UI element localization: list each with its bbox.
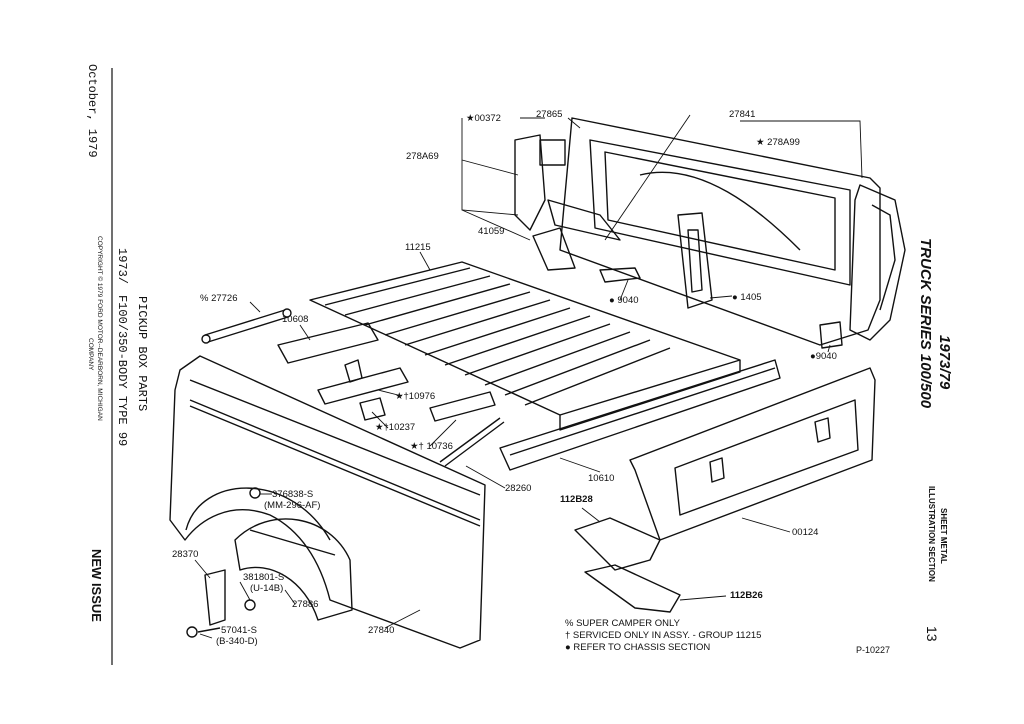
callout-381801-S-code: (U-14B) [250,583,284,594]
callout-27841: 27841 [729,109,756,120]
callout-1405: ● 1405 [732,292,762,303]
callout-28370: 28370 [172,549,199,560]
section-line1-text: SHEET METAL [939,508,948,564]
callout-00372: ★00372 [466,113,501,124]
callout-11215: 11215 [405,242,431,253]
callout-27886: 27886 [292,599,319,610]
callout-376838-S: 376838-S [272,489,314,500]
left-side-panel-part [169,355,486,649]
front-panel-part [547,117,906,346]
underbody-brackets-part [574,517,681,613]
side-sill-part [499,359,781,471]
legend-item-super-camper: % SUPER CAMPER ONLY [565,618,680,629]
callout-10976: ★†10976 [395,391,436,402]
callout-57041-S-code: (B-340-D) [216,636,258,647]
callout-57041-S: 57041-S [221,625,257,636]
callout-112B26: 112B26 [730,590,763,601]
callout-10610: 10610 [588,473,615,484]
date-text: October, 1979 [85,64,99,158]
legend-item-chassis-section: ● REFER TO CHASSIS SECTION [565,642,711,653]
stake-pocket-part [677,212,843,349]
crossmember-parts [277,322,496,422]
floor-panel-part [309,261,741,431]
callout-27865: 27865 [536,109,563,120]
callout-10736: ★† 10736 [410,441,453,452]
callout-376838-S-code: (MM-296-AF) [264,500,321,511]
callout-112B28: 112B28 [560,494,593,505]
page-number-text: 13 [924,626,940,642]
new-issue-text: NEW ISSUE [89,549,104,622]
callout-27840: 27840 [368,625,395,636]
callout-278A69: 278A69 [406,151,439,162]
title-line-text: PICKUP BOX PARTS [135,296,149,412]
legend: % SUPER CAMPER ONLY † SERVICED ONLY IN A… [565,618,761,654]
truck-series-text: TRUCK SERIES 100/500 [917,238,934,409]
callout-10608: 10608 [282,314,309,325]
copyright-text: COPYRIGHT © 1979 FORD MOTOR--DEARBORN, M… [96,236,103,421]
callout-00124: 00124 [792,527,819,538]
section-line2-text: ILLUSTRATION SECTION [927,486,936,582]
legend-item-serviced-assy: † SERVICED ONLY IN ASSY. - GROUP 11215 [565,630,762,641]
callout-9040-a: ● 9040 [609,295,639,306]
wheelhouse-part [234,518,353,621]
callout-381801-S: 381801-S [243,572,285,583]
years-text: 1973/ [115,248,129,285]
rod-part [439,417,505,467]
camper-brace-part [204,309,289,343]
fastener-parts [186,487,261,638]
series-line-text: F100/350-BODY TYPE 99 [115,295,129,447]
callout-28260: 28260 [505,483,532,494]
leader-lines [194,114,863,639]
front-bracket-parts [514,134,641,283]
right-years-text: 1973/79 [936,335,953,390]
callout-27726: % 27726 [200,293,238,304]
callout-10237: ★†10237 [375,422,416,433]
figure-number: P-10227 [856,645,891,655]
side-panel-part [629,367,876,541]
copyright-company-text: COMPANY [87,338,94,371]
callout-278A99: ★ 278A99 [756,137,800,148]
callout-41059: 41059 [478,226,505,237]
callout-9040-b: ●9040 [810,351,837,362]
